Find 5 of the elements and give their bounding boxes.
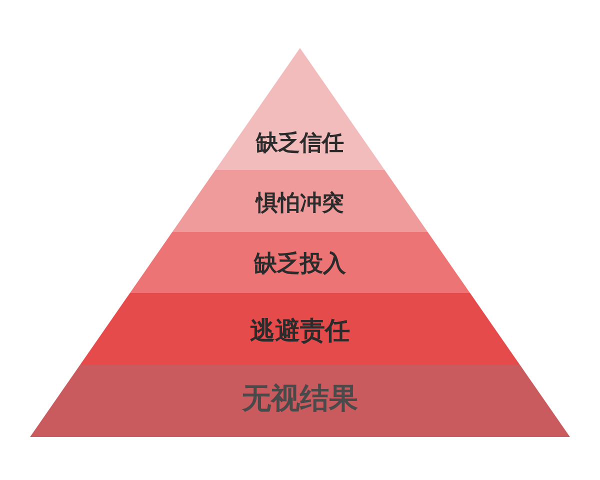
tier-label: 缺乏投入 — [254, 250, 346, 279]
tier-label: 逃避责任 — [250, 315, 350, 347]
tier-label: 惧怕冲突 — [256, 190, 344, 218]
tier-label: 无视结果 — [242, 380, 358, 417]
tier-label: 缺乏信任 — [256, 130, 344, 158]
